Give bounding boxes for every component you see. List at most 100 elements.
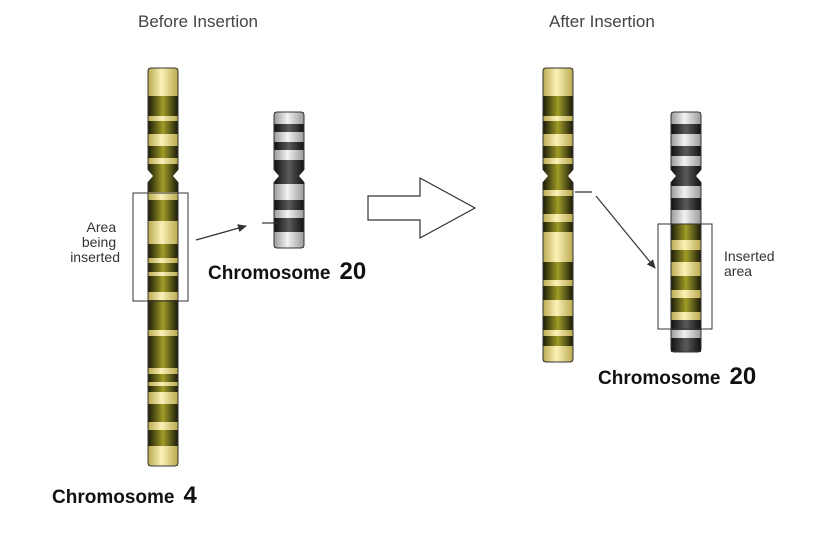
- chromosome-band: [148, 330, 178, 336]
- chromosome-band: [543, 300, 573, 316]
- chromosome-band: [543, 262, 573, 280]
- chromosome-band: [148, 221, 178, 244]
- chromosome-band: [543, 96, 573, 116]
- chromosome-band: [543, 232, 573, 262]
- centromere-notch: [696, 169, 702, 183]
- inserted-pointer-arrow: [595, 195, 656, 269]
- chromosome-band: [671, 338, 701, 352]
- chromosome-number: 20: [729, 363, 756, 390]
- chromosome-number: 20: [339, 258, 366, 285]
- heading-before-insertion: Before Insertion: [138, 12, 258, 31]
- chromosome-band: [148, 336, 178, 368]
- chromosome-number: 4: [183, 482, 197, 509]
- chromosome-band: [274, 124, 304, 132]
- chromosome-band: [274, 150, 304, 160]
- chromosome-band: [274, 160, 304, 172]
- chromosome-20-label-after: Chromosome 20: [598, 363, 756, 390]
- chromosome-band: [274, 210, 304, 218]
- chromosome-band: [274, 142, 304, 150]
- chromosome-word: Chromosome: [52, 487, 174, 508]
- chromosome-band: [148, 382, 178, 386]
- chromosome-band: [543, 286, 573, 300]
- chromosome-band: [543, 158, 573, 164]
- chromosome-band: [148, 121, 178, 134]
- chromosome-band: [148, 244, 178, 258]
- insertion-pointer-arrow: [195, 224, 247, 241]
- chromosome-band: [274, 184, 304, 200]
- chromosome-20-after: [670, 111, 702, 353]
- chromosome-4-after: [542, 67, 574, 363]
- chromosome-band: [543, 346, 573, 362]
- chromosome-band: [543, 316, 573, 330]
- chromosome-band: [543, 190, 573, 196]
- centromere-notch: [147, 169, 153, 183]
- chromosome-band: [148, 200, 178, 221]
- chromosome-band: [543, 116, 573, 121]
- heading-after-insertion: After Insertion: [549, 12, 655, 31]
- chromosome-band: [671, 312, 701, 320]
- chromosome-band: [148, 158, 178, 164]
- chromosome-band: [148, 96, 178, 116]
- right-arrow-outline-icon: [367, 176, 477, 240]
- chromosome-band: [274, 218, 304, 232]
- chromosome-band: [543, 68, 573, 96]
- chromosome-band: [671, 112, 701, 124]
- inserted-area-label: Inserted area: [724, 248, 778, 279]
- area-label-line-3: inserted: [70, 249, 120, 265]
- chromosome-band: [148, 392, 178, 404]
- chromosome-band: [148, 404, 178, 422]
- chromosome-band: [148, 422, 178, 430]
- area-being-inserted-box: [132, 192, 189, 302]
- inserted-label-line-1: Inserted: [724, 248, 775, 264]
- chromosome-band: [543, 330, 573, 336]
- chromosome-outline: [670, 111, 702, 353]
- area-being-inserted-label: Area being inserted: [70, 219, 120, 265]
- chromosome-band: [148, 292, 178, 300]
- chromosome-band: [543, 280, 573, 286]
- chromosome-band: [148, 276, 178, 292]
- chromosome-band: [543, 164, 573, 176]
- inserted-label-line-2: area: [724, 263, 752, 279]
- area-label-line-1: Area: [87, 219, 117, 235]
- chromosome-band: [148, 192, 178, 200]
- chromosome-band: [148, 68, 178, 96]
- chromosome-band: [543, 222, 573, 232]
- chromosome-band: [543, 134, 573, 146]
- chromosome-band: [148, 176, 178, 192]
- chromosome-band: [148, 263, 178, 272]
- chromosome-band: [148, 116, 178, 121]
- chromosome-band: [671, 262, 701, 276]
- chromosome-band: [274, 132, 304, 142]
- chromosome-band: [543, 214, 573, 222]
- chromosome-band: [671, 198, 701, 210]
- chromosome-band: [671, 146, 701, 156]
- chromosome-band: [671, 166, 701, 176]
- chromosome-band: [671, 156, 701, 166]
- chromosome-word: Chromosome: [598, 368, 720, 389]
- chromosome-outline: [147, 67, 179, 467]
- chromosome-4: [147, 67, 179, 467]
- chromosome-band: [543, 176, 573, 190]
- chromosome-band: [543, 336, 573, 346]
- chromosome-band: [148, 300, 178, 330]
- chromosome-band: [274, 232, 304, 248]
- chromosome-20-before: [273, 111, 305, 249]
- chromosome-word: Chromosome: [208, 263, 330, 284]
- chromosome-band: [274, 172, 304, 184]
- chromosome-band: [671, 250, 701, 262]
- chromosome-band: [148, 386, 178, 392]
- chromosome-20-label-before: Chromosome 20: [208, 258, 366, 285]
- centromere-notch: [542, 169, 548, 183]
- chromosome-band: [671, 186, 701, 198]
- chromosome-band: [543, 196, 573, 214]
- chromosome-band: [671, 298, 701, 312]
- chromosome-band: [148, 430, 178, 446]
- chromosome-band: [671, 134, 701, 146]
- chromosome-band: [274, 200, 304, 210]
- chromosome-band: [671, 276, 701, 290]
- chromosome-band: [148, 368, 178, 374]
- chromosome-band: [148, 272, 178, 276]
- chromosome-band: [671, 330, 701, 338]
- chromosome-band: [671, 176, 701, 186]
